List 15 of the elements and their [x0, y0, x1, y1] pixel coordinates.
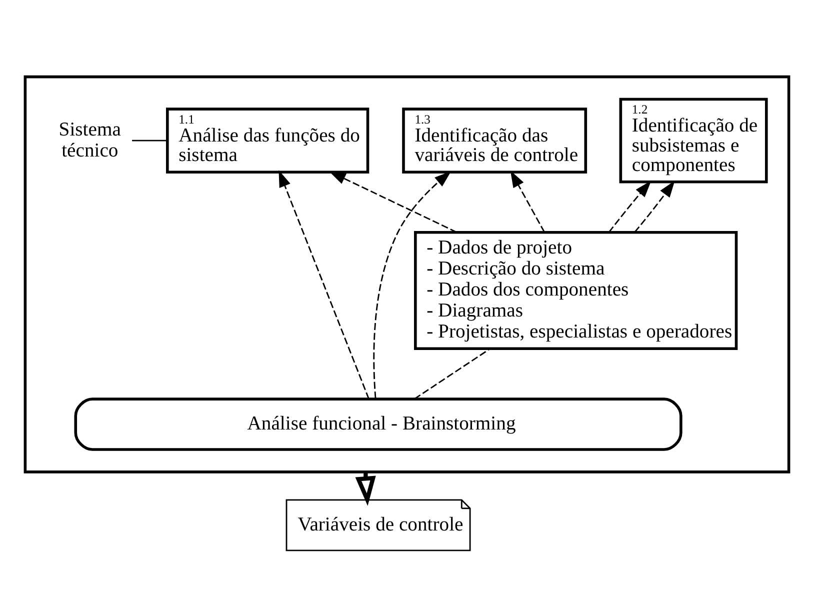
node-box: Análise funcional - Brainstorming	[74, 398, 682, 451]
arrow	[608, 180, 652, 233]
connector	[132, 140, 167, 142]
node-box: 1.2 Identificação de subsistemas e componentes	[619, 98, 768, 184]
cluster	[24, 75, 790, 474]
arrow	[634, 180, 675, 233]
arrow	[278, 170, 370, 400]
node-box: 1.1 Análise das funções do sistema	[166, 108, 370, 174]
arrow	[328, 171, 457, 233]
node-text: Sistema técnico	[58, 119, 121, 162]
node-box: 1.3 Identificação das variáveis de controle	[402, 108, 588, 174]
connector	[414, 348, 491, 400]
arrow	[373, 171, 452, 399]
node-box: - Dados de projeto - Descrição do sistema - Dados dos componentes - Diagramas - Projetistas, especialistas e operadores	[414, 230, 738, 350]
arrow	[510, 170, 546, 233]
